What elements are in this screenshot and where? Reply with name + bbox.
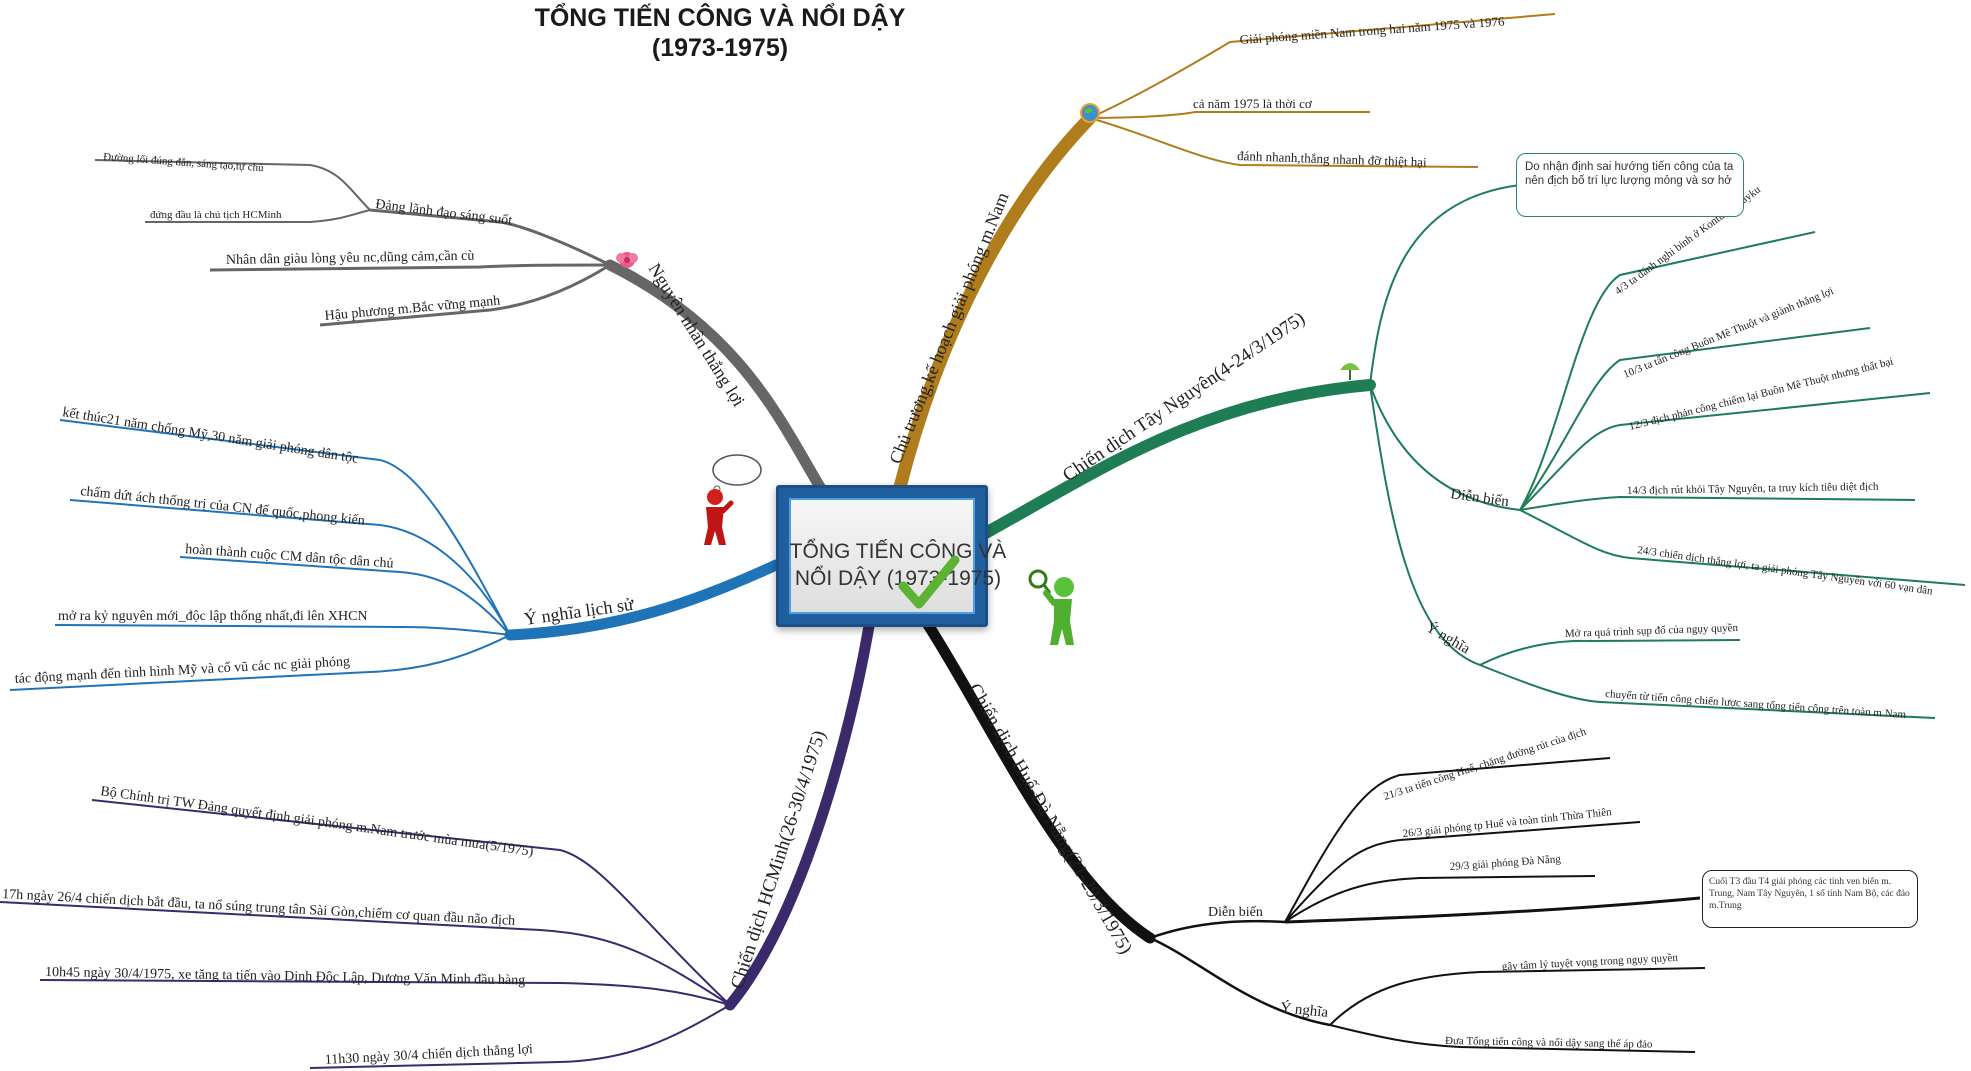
nguyen-nhan-sub-item-2: đứng đầu là chủ tịch HCMinh [150,209,282,221]
chu-truong-item-1: Giải phóng miền Nam trong hai năm 1975 v… [1239,13,1505,47]
tay-nguyen-dien-bien-label: Diễn biến [1449,486,1510,510]
hue-y-nghia-2: Đưa Tổng tiến công và nổi dậy sang thế á… [1445,1035,1653,1051]
hcm-item-3: 10h45 ngày 30/4/1975, xe tăng ta tiến và… [45,965,525,988]
map-title-line2: (1973-1975) [651,34,789,62]
nguyen-nhan-sub-item-1: Đường lối đúng đắn, sáng tạo,tự chủ [103,151,265,174]
y-nghia-ls-item-2: chấm dứt ách thống trị của CN đế quốc,ph… [80,484,366,529]
branch-label-hcm: Chiến dịch HCMinh(26-30/4/1975) [727,728,830,991]
branch-hcm[interactable]: Chiến dịch HCMinh(26-30/4/1975) Bộ Chính… [0,614,876,1069]
hue-note: Cuối T3 đầu T4 giải phóng các tỉnh ven b… [1702,870,1918,928]
tay-nguyen-dien-bien-4: 14/3 địch rút khỏi Tây Nguyên, ta truy k… [1627,481,1879,497]
y-nghia-ls-item-3: hoàn thành cuộc CM dân tộc dân chủ [185,542,394,572]
tay-nguyen-y-nghia-label: Ý nghĩa [1423,619,1473,658]
branch-hue-da-nang[interactable]: Chiến dịch Huế-Đà Nẵng(21-29/3/1975) Diễ… [919,614,1706,1053]
center-topic-text: TỔNG TIẾN CÔNG VÀ NỔI DẬY (1973-1975) [783,538,1013,592]
y-nghia-ls-item-1: kết thúc21 năm chống Mỹ,30 năm giải phón… [61,405,359,467]
branch-y-nghia-lich-su[interactable]: Ý nghĩa lịch sử kết thúc21 năm chống Mỹ,… [9,405,782,691]
flower-icon [616,252,638,268]
tay-nguyen-dien-bien-5: 24/3 chiến dịch thắng lợi, ta giải phóng… [1637,544,1934,597]
hue-dien-bien-1: 21/3 ta tiến công Huế, chặng đường rút c… [1382,726,1588,803]
tay-nguyen-y-nghia-1: Mở ra quá trình sụp đổ của ngụy quyền [1565,622,1739,640]
hue-y-nghia-label: Ý nghĩa [1280,999,1330,1021]
map-title-line1: TỔNG TIẾN CÔNG VÀ NỔI DẬY [534,4,906,32]
nguyen-nhan-sub-label: Đảng lãnh đạo sáng suốt [375,197,514,229]
hue-dien-bien-3: 29/3 giải phóng Đà Nẵng [1449,853,1561,873]
center-topic-line2: NỔI DẬY (1973-1975) [794,567,1002,590]
tay-nguyen-dien-bien-3: 12/3 địch phản công chiếm lại Buôn Mê Th… [1628,355,1895,432]
branch-label-chu-truong: Chủ trương,kế hoạch giải phóng m.Nam [885,189,1012,466]
tay-nguyen-dien-bien-2: 10/3 ta tấn công Buôn Mê Thuột và giành … [1622,285,1836,381]
globe-icon [1080,103,1100,123]
thinking-figure-icon [704,454,762,545]
branch-label-hue-da-nang: Chiến dịch Huế-Đà Nẵng(21-29/3/1975) [964,680,1137,958]
nguyen-nhan-item-1: Nhân dân giàu lòng yêu nc,dũng cảm,cần c… [226,249,475,268]
hue-dien-bien-2: 26/3 giải phóng tp Huế và toàn tỉnh Thừa… [1402,806,1613,840]
umbrella-icon [1340,363,1360,380]
y-nghia-ls-item-4: mở ra kỷ nguyên mới_độc lập thống nhất,đ… [58,609,368,624]
nguyen-nhan-item-2: Hậu phương m.Bắc vững mạnh [324,294,501,324]
branch-tay-nguyen[interactable]: Chiến dịch Tây Nguyên(4-24/3/1975) Diễn … [976,183,1966,721]
magnifier-figure-icon [1028,569,1074,645]
chu-truong-item-2: cả năm 1975 là thời cơ [1193,96,1313,111]
hcm-item-1: Bộ Chính trị TW Đảng quyết định giải phó… [99,784,534,860]
tay-nguyen-note: Do nhận định sai hướng tiến công của ta … [1516,153,1744,217]
branch-label-nguyen-nhan: Nguyên nhân thắng lợi [645,260,749,411]
center-topic-box[interactable]: TỔNG TIẾN CÔNG VÀ NỔI DẬY (1973-1975) [776,485,1006,627]
checkmark-icon [898,555,960,609]
chu-truong-item-3: đánh nhanh,thắng nhanh đỡ thiệt hại [1237,148,1427,170]
hue-dien-bien-label: Diễn biến [1208,905,1263,920]
hcm-item-2: 17h ngày 26/4 chiến dịch bắt đầu, ta nổ … [2,887,516,929]
center-topic-line1: TỔNG TIẾN CÔNG VÀ [789,540,1007,563]
